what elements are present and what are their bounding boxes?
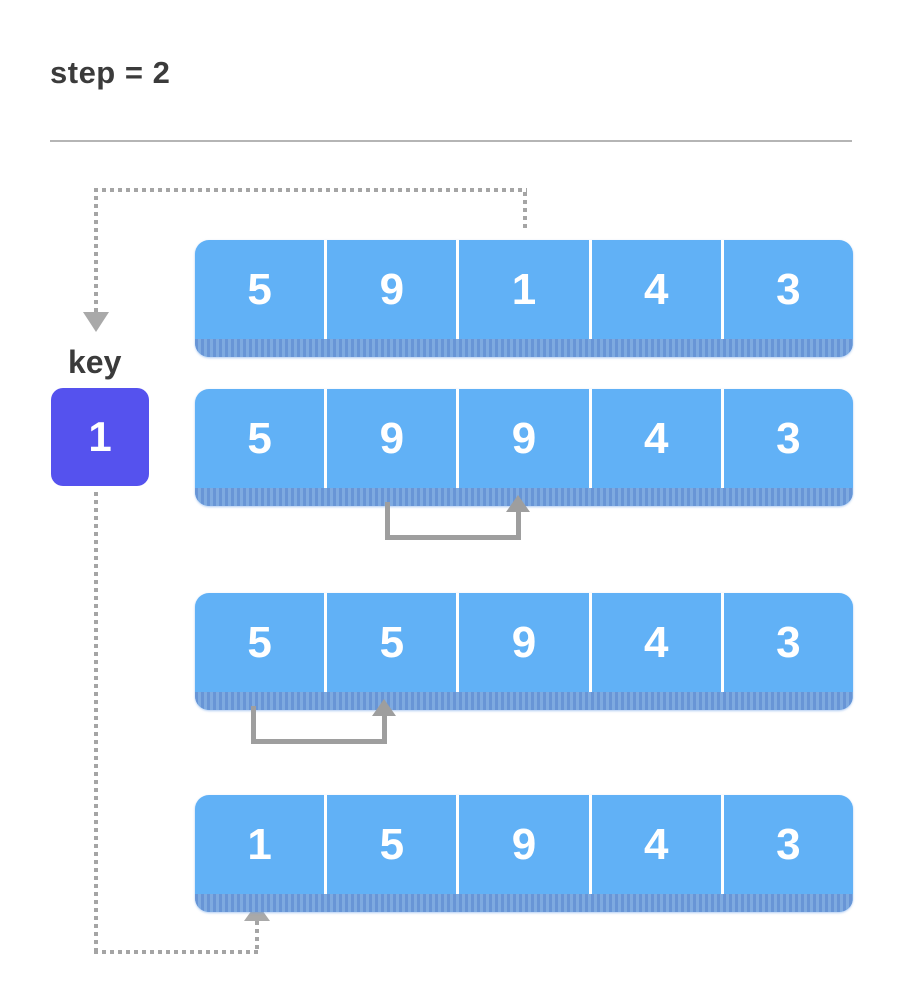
array-cell: 1 (456, 240, 588, 339)
arrow-down-icon (83, 312, 109, 332)
array-cell: 9 (324, 389, 456, 488)
cell-value: 4 (643, 264, 669, 314)
cell-value: 5 (379, 819, 405, 869)
cell-value: 9 (511, 617, 537, 667)
swap-arrow-row3 (251, 706, 387, 744)
array-cell: 5 (195, 240, 324, 339)
array-cells: 5 5 9 4 3 (195, 593, 853, 692)
array-cell: 9 (456, 389, 588, 488)
step-label: step = 2 (50, 55, 171, 90)
key-box: 1 (51, 388, 149, 486)
array-cell: 3 (720, 389, 853, 488)
cell-value: 5 (247, 264, 272, 314)
cell-bottom-shade (195, 339, 853, 357)
array-cell: 5 (195, 389, 324, 488)
dotted-connector-top-left-vertical (94, 188, 98, 312)
cell-value: 5 (379, 617, 405, 667)
cell-value: 4 (643, 819, 669, 869)
cell-value: 1 (247, 819, 272, 869)
cell-value: 9 (511, 413, 537, 463)
dotted-connector-top-horizontal (94, 188, 527, 192)
divider-line (50, 140, 852, 142)
array-state-1: 5 9 1 4 3 (195, 240, 853, 357)
swap-arrow-row2 (385, 502, 521, 540)
cell-value: 9 (511, 819, 537, 869)
dotted-connector-top-right-vertical (523, 192, 527, 232)
cell-bottom-shade (195, 692, 853, 710)
cell-value: 3 (776, 413, 801, 463)
array-cell: 5 (324, 795, 456, 894)
array-state-4: 1 5 9 4 3 (195, 795, 853, 912)
cell-bottom-shade (195, 894, 853, 912)
array-cell: 9 (456, 593, 588, 692)
cell-value: 3 (776, 617, 801, 667)
array-cell: 4 (588, 389, 721, 488)
array-cells: 5 9 1 4 3 (195, 240, 853, 339)
key-label: key (68, 344, 122, 380)
swap-arrow-row3-head-icon (372, 699, 396, 716)
array-cell: 3 (720, 593, 853, 692)
cell-value: 4 (643, 413, 669, 463)
dotted-connector-bottom-horizontal (94, 950, 260, 954)
cell-value: 4 (643, 617, 669, 667)
array-cell: 3 (720, 795, 853, 894)
cell-value: 9 (379, 413, 405, 463)
array-cell: 9 (456, 795, 588, 894)
array-cell: 5 (195, 593, 324, 692)
array-state-2: 5 9 9 4 3 (195, 389, 853, 506)
swap-arrow-row2-head-icon (506, 495, 530, 512)
dotted-connector-bottom-left-vertical (94, 492, 98, 952)
array-cells: 1 5 9 4 3 (195, 795, 853, 894)
array-cell: 3 (720, 240, 853, 339)
array-cell: 4 (588, 240, 721, 339)
array-cell: 4 (588, 593, 721, 692)
array-state-3: 5 5 9 4 3 (195, 593, 853, 710)
cell-value: 1 (511, 264, 537, 314)
dotted-connector-bottom-right-vertical (255, 921, 259, 950)
cell-value: 3 (776, 819, 801, 869)
cell-value: 3 (776, 264, 801, 314)
array-cell: 5 (324, 593, 456, 692)
array-cell: 1 (195, 795, 324, 894)
cell-value: 9 (379, 264, 405, 314)
array-cell: 4 (588, 795, 721, 894)
cell-value: 5 (247, 617, 272, 667)
array-cell: 9 (324, 240, 456, 339)
cell-value: 5 (247, 413, 272, 463)
array-cells: 5 9 9 4 3 (195, 389, 853, 488)
key-value: 1 (88, 413, 112, 460)
